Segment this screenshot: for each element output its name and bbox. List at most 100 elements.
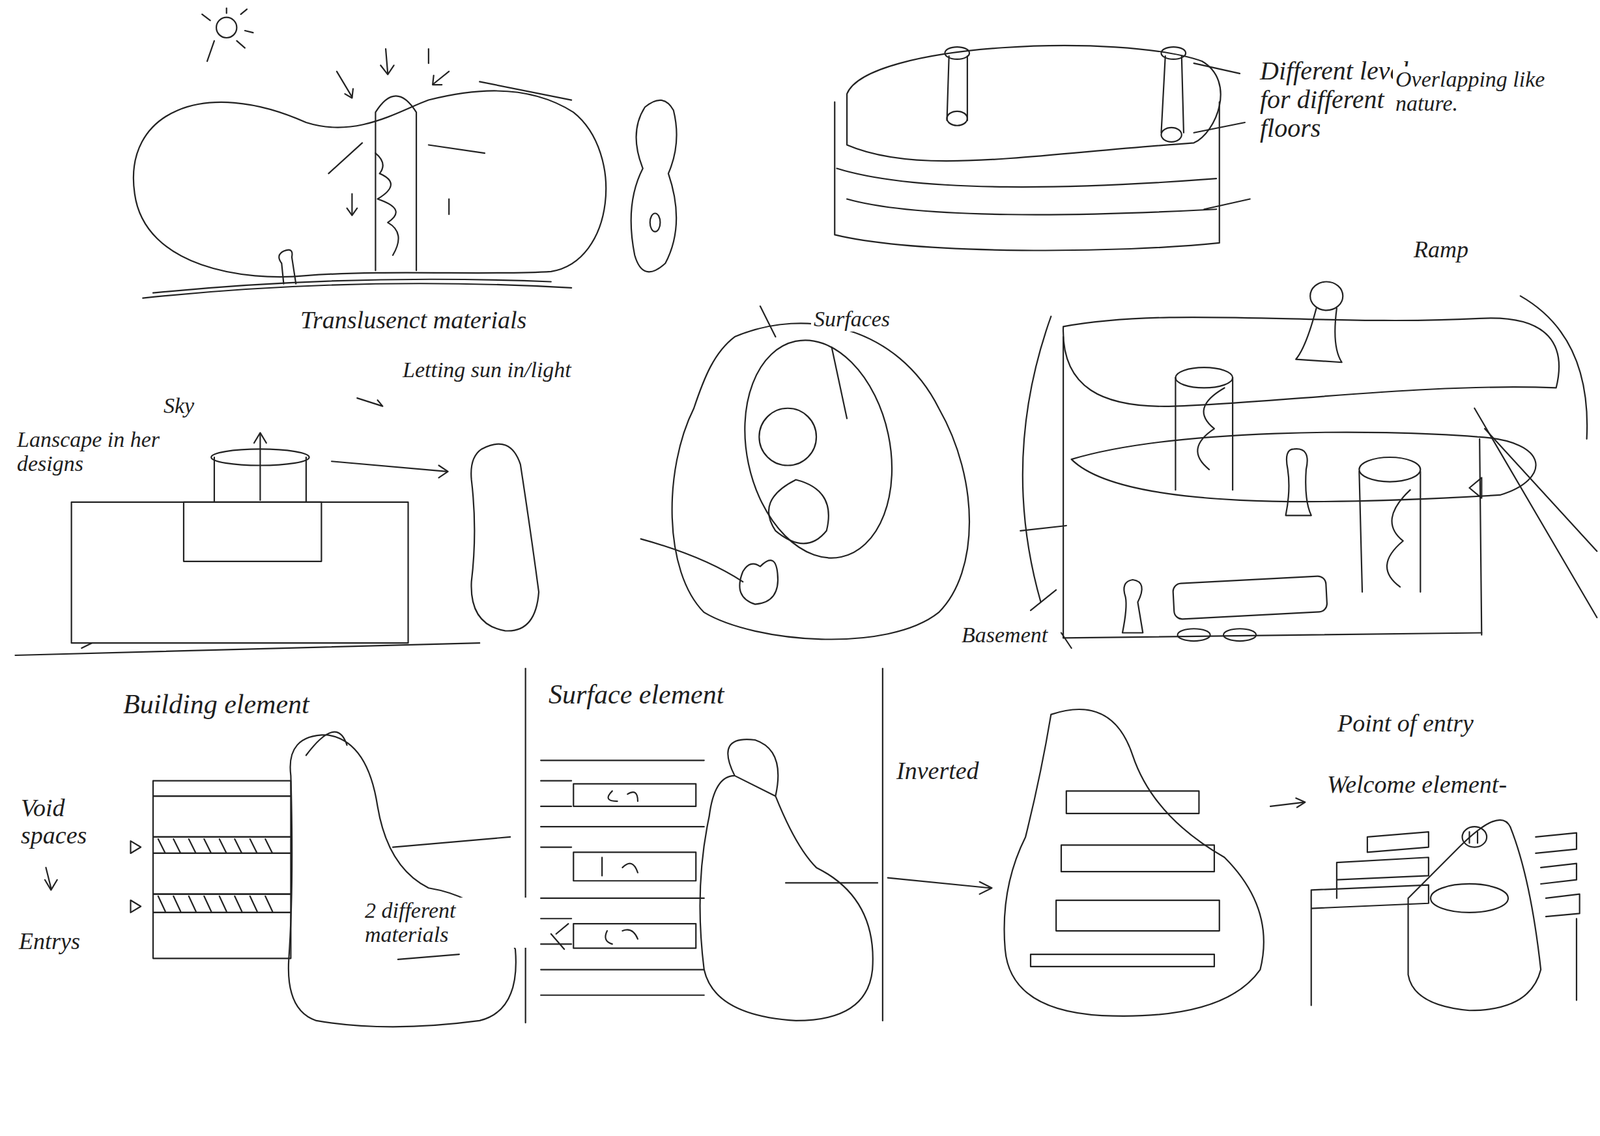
surface-element-study-stroke: [608, 790, 638, 802]
entry-element-study-stroke: [1535, 833, 1580, 1001]
ramp-building-stroke: [1063, 633, 1482, 639]
sun-symbol-stroke: [201, 14, 211, 21]
building-element-study-stroke: [158, 896, 273, 913]
blob-building: [133, 90, 677, 298]
surface-element-study-stroke: [540, 760, 705, 995]
levels-building-stroke: [966, 56, 969, 121]
handwritten-note: Welcome element-: [1324, 770, 1510, 800]
handwritten-note: Void spaces: [18, 794, 121, 851]
ramp-building-stroke: [1062, 336, 1064, 638]
levels-building-stroke: [1181, 56, 1184, 133]
handwritten-note: 2 different materials: [362, 897, 531, 948]
levels-building-stroke: [846, 45, 1221, 161]
handwritten-note: Point of entry: [1334, 709, 1477, 739]
light-arrows-stroke: [448, 199, 450, 215]
light-arrows-stroke: [433, 71, 449, 85]
building-element-study-stroke: [392, 837, 511, 848]
blob-building-stroke: [375, 95, 417, 271]
sun-symbol-stroke: [241, 9, 247, 15]
ramp-building-stroke: [1231, 377, 1234, 490]
sun-symbol: [201, 8, 253, 62]
inverted-element-study-stroke: [1030, 954, 1215, 967]
ramp-building: [1020, 281, 1597, 649]
surfaces-plan-stroke: [672, 323, 970, 640]
handwritten-note: Translusenct materials: [297, 306, 529, 335]
handwritten-note: Surface element: [545, 678, 727, 711]
inverted-element-study-stroke: [1066, 790, 1200, 814]
building-element-study-stroke: [130, 841, 141, 854]
light-arrows-stroke: [328, 142, 363, 174]
ramp-building-stroke: [1061, 633, 1072, 649]
handwritten-note: Ramp: [1411, 236, 1472, 264]
surface-element-study-stroke: [700, 739, 873, 1021]
building-element-study-stroke: [44, 880, 58, 891]
ramp-building-stroke: [1071, 432, 1537, 503]
landscape-building-stroke: [213, 457, 215, 503]
ramp-building-stroke: [1310, 281, 1343, 311]
landscape-building-stroke: [183, 502, 322, 562]
building-element-study-stroke: [153, 894, 291, 913]
levels-building-stroke: [1203, 199, 1250, 210]
ramp-building-stroke: [1386, 489, 1411, 587]
light-arrows-stroke: [428, 145, 485, 154]
levels-building-stroke: [1160, 56, 1165, 133]
surface-element-study: [540, 739, 992, 1021]
landscape-building-stroke: [259, 433, 261, 501]
ramp-building-stroke: [1474, 408, 1597, 618]
sun-symbol-stroke: [207, 41, 215, 62]
surface-element-study-stroke: [573, 783, 696, 806]
light-arrows-stroke: [432, 75, 442, 85]
ramp-building-stroke: [1479, 439, 1482, 636]
ramp-building-stroke: [1022, 316, 1052, 603]
landscape-building-stroke: [331, 461, 447, 472]
sun-symbol-stroke: [216, 17, 237, 38]
handwritten-note: Lanscape in her designs: [14, 426, 199, 477]
handwritten-note: Inverted: [893, 757, 982, 786]
handwritten-note: Basement: [958, 622, 1051, 648]
entry-element-study-stroke: [1408, 820, 1542, 1011]
surface-element-study-stroke: [551, 934, 565, 950]
surfaces-plan: [641, 306, 970, 640]
building-element-study-stroke: [288, 732, 516, 1028]
building-element-study-stroke: [882, 668, 884, 1021]
light-arrows-stroke: [428, 48, 430, 64]
ramp-building-stroke: [1030, 590, 1057, 611]
building-element-study-stroke: [153, 853, 291, 895]
surfaces-plan-stroke: [739, 560, 778, 605]
surfaces-plan-stroke: [758, 408, 817, 466]
levels-building-stroke: [846, 199, 1217, 215]
entry-element-study-stroke: [1430, 884, 1509, 913]
building-element-study-stroke: [153, 837, 291, 854]
entry-element-study: [1311, 820, 1580, 1011]
handwritten-note: Building element: [120, 688, 313, 720]
ramp-building-stroke: [1285, 448, 1312, 516]
surfaces-plan-stroke: [831, 347, 847, 419]
inverted-element-study-stroke: [1061, 844, 1215, 872]
surface-element-study-stroke: [573, 923, 696, 949]
landscape-building-stroke: [14, 642, 480, 656]
handwritten-note: Letting sun in/light: [400, 357, 574, 383]
ramp-building-stroke: [1419, 471, 1421, 593]
building-element-study-stroke: [130, 900, 141, 913]
ramp-building-stroke: [1484, 428, 1597, 552]
landscape-building-stroke: [357, 398, 383, 407]
surfaces-plan-stroke: [768, 479, 829, 544]
inverted-element-study: [1004, 709, 1306, 1017]
building-element-study-stroke: [153, 796, 291, 838]
landscape-building-stroke: [305, 457, 307, 503]
building-element-study-stroke: [158, 839, 273, 854]
surface-element-study-stroke: [785, 882, 878, 884]
surfaces-plan-stroke: [641, 538, 744, 582]
light-arrows-stroke: [347, 208, 358, 216]
landscape-building-stroke: [81, 642, 92, 649]
light-arrows-stroke: [351, 194, 353, 215]
blob-building-stroke: [278, 250, 296, 285]
blob-building-stroke: [631, 100, 677, 272]
building-element-study-stroke: [153, 781, 291, 797]
ramp-building-stroke: [1295, 308, 1342, 363]
landscape-building-stroke: [439, 465, 449, 479]
light-arrows-stroke: [380, 65, 394, 75]
landscape-building-stroke: [71, 502, 409, 643]
surface-element-study-stroke: [887, 878, 991, 889]
